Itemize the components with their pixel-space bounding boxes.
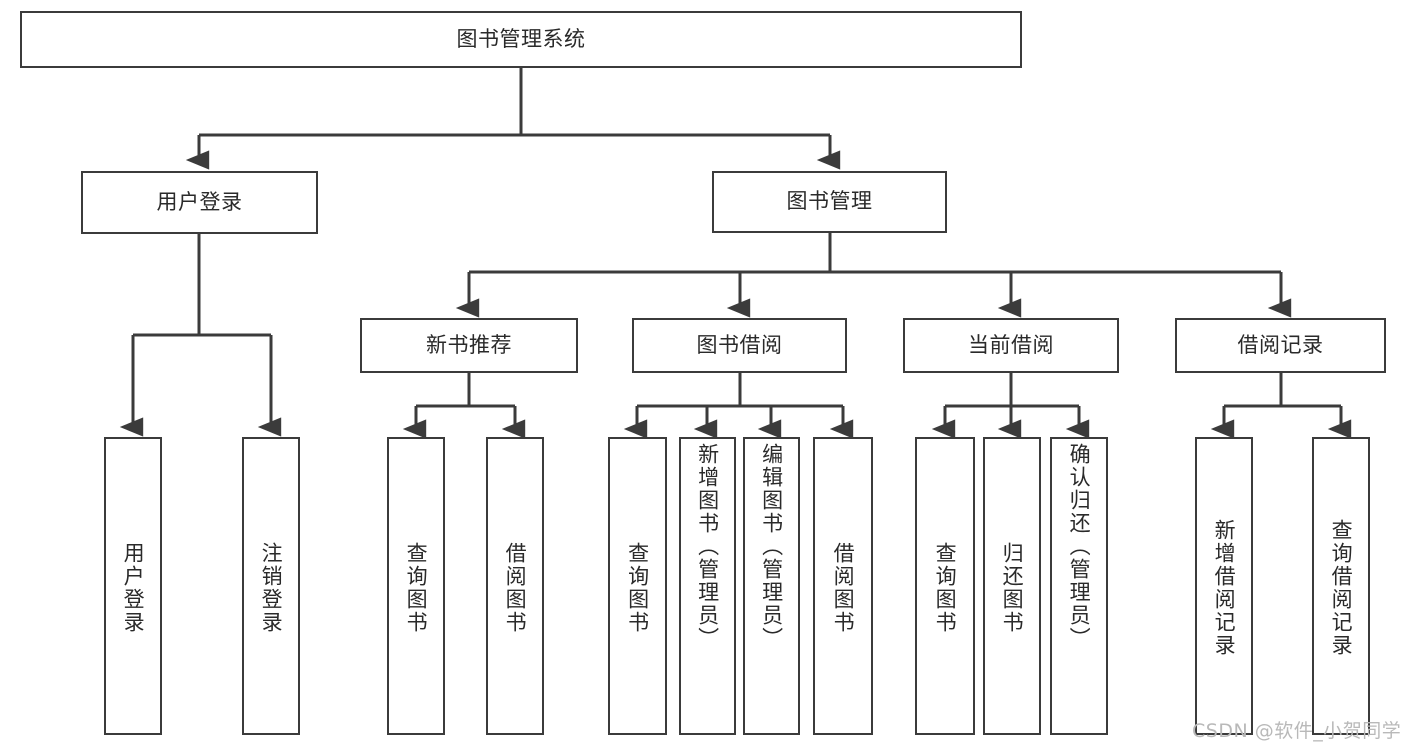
node-leaf-edit-book[interactable]: 编辑图书（管理员）	[743, 437, 800, 735]
node-leaf-query-book-recommend[interactable]: 查询图书	[387, 437, 445, 735]
node-leaf-query-borrow-record[interactable]: 查询借阅记录	[1312, 437, 1370, 735]
node-leaf-query-book-borrow-label: 查询图书	[625, 542, 650, 634]
node-leaf-confirm-return[interactable]: 确认归还（管理员）	[1050, 437, 1108, 735]
node-leaf-borrow-book-label: 借阅图书	[831, 542, 856, 634]
node-root[interactable]: 图书管理系统	[20, 11, 1022, 68]
node-leaf-add-book-label: 新增图书（管理员）	[695, 443, 720, 650]
node-leaf-logout-label: 注销登录	[259, 542, 284, 634]
node-leaf-add-borrow-record[interactable]: 新增借阅记录	[1195, 437, 1253, 735]
node-book-borrow[interactable]: 图书借阅	[632, 318, 847, 373]
node-current-borrow-label: 当前借阅	[968, 332, 1054, 357]
node-leaf-query-book-borrow[interactable]: 查询图书	[608, 437, 667, 735]
node-new-book-recommend-label: 新书推荐	[426, 332, 512, 357]
node-leaf-borrow-book-recommend-label: 借阅图书	[503, 542, 528, 634]
node-leaf-borrow-book[interactable]: 借阅图书	[813, 437, 873, 735]
node-borrow-record[interactable]: 借阅记录	[1175, 318, 1386, 373]
node-new-book-recommend[interactable]: 新书推荐	[360, 318, 578, 373]
node-leaf-add-book[interactable]: 新增图书（管理员）	[679, 437, 736, 735]
node-leaf-return-book[interactable]: 归还图书	[983, 437, 1041, 735]
node-leaf-logout[interactable]: 注销登录	[242, 437, 300, 735]
node-root-label: 图书管理系统	[456, 26, 586, 51]
node-leaf-add-borrow-record-label: 新增借阅记录	[1212, 519, 1237, 657]
csdn-watermark: CSDN @软件_小贺同学	[1192, 720, 1402, 742]
node-leaf-query-borrow-record-label: 查询借阅记录	[1329, 519, 1354, 657]
node-leaf-edit-book-label: 编辑图书（管理员）	[759, 443, 784, 650]
node-book-manage[interactable]: 图书管理	[712, 171, 947, 233]
node-borrow-record-label: 借阅记录	[1237, 332, 1324, 357]
node-leaf-query-book-current[interactable]: 查询图书	[915, 437, 975, 735]
node-leaf-user-login-label: 用户登录	[121, 542, 146, 634]
node-leaf-query-book-current-label: 查询图书	[933, 542, 958, 634]
node-user-login[interactable]: 用户登录	[81, 171, 318, 234]
node-leaf-return-book-label: 归还图书	[1000, 542, 1025, 634]
node-leaf-borrow-book-recommend[interactable]: 借阅图书	[486, 437, 544, 735]
node-user-login-label: 用户登录	[156, 189, 243, 214]
node-leaf-query-book-recommend-label: 查询图书	[404, 542, 429, 634]
node-current-borrow[interactable]: 当前借阅	[903, 318, 1119, 373]
node-leaf-user-login[interactable]: 用户登录	[104, 437, 162, 735]
node-book-borrow-label: 图书借阅	[696, 332, 783, 357]
node-leaf-confirm-return-label: 确认归还（管理员）	[1067, 443, 1092, 650]
node-book-manage-label: 图书管理	[786, 189, 873, 214]
